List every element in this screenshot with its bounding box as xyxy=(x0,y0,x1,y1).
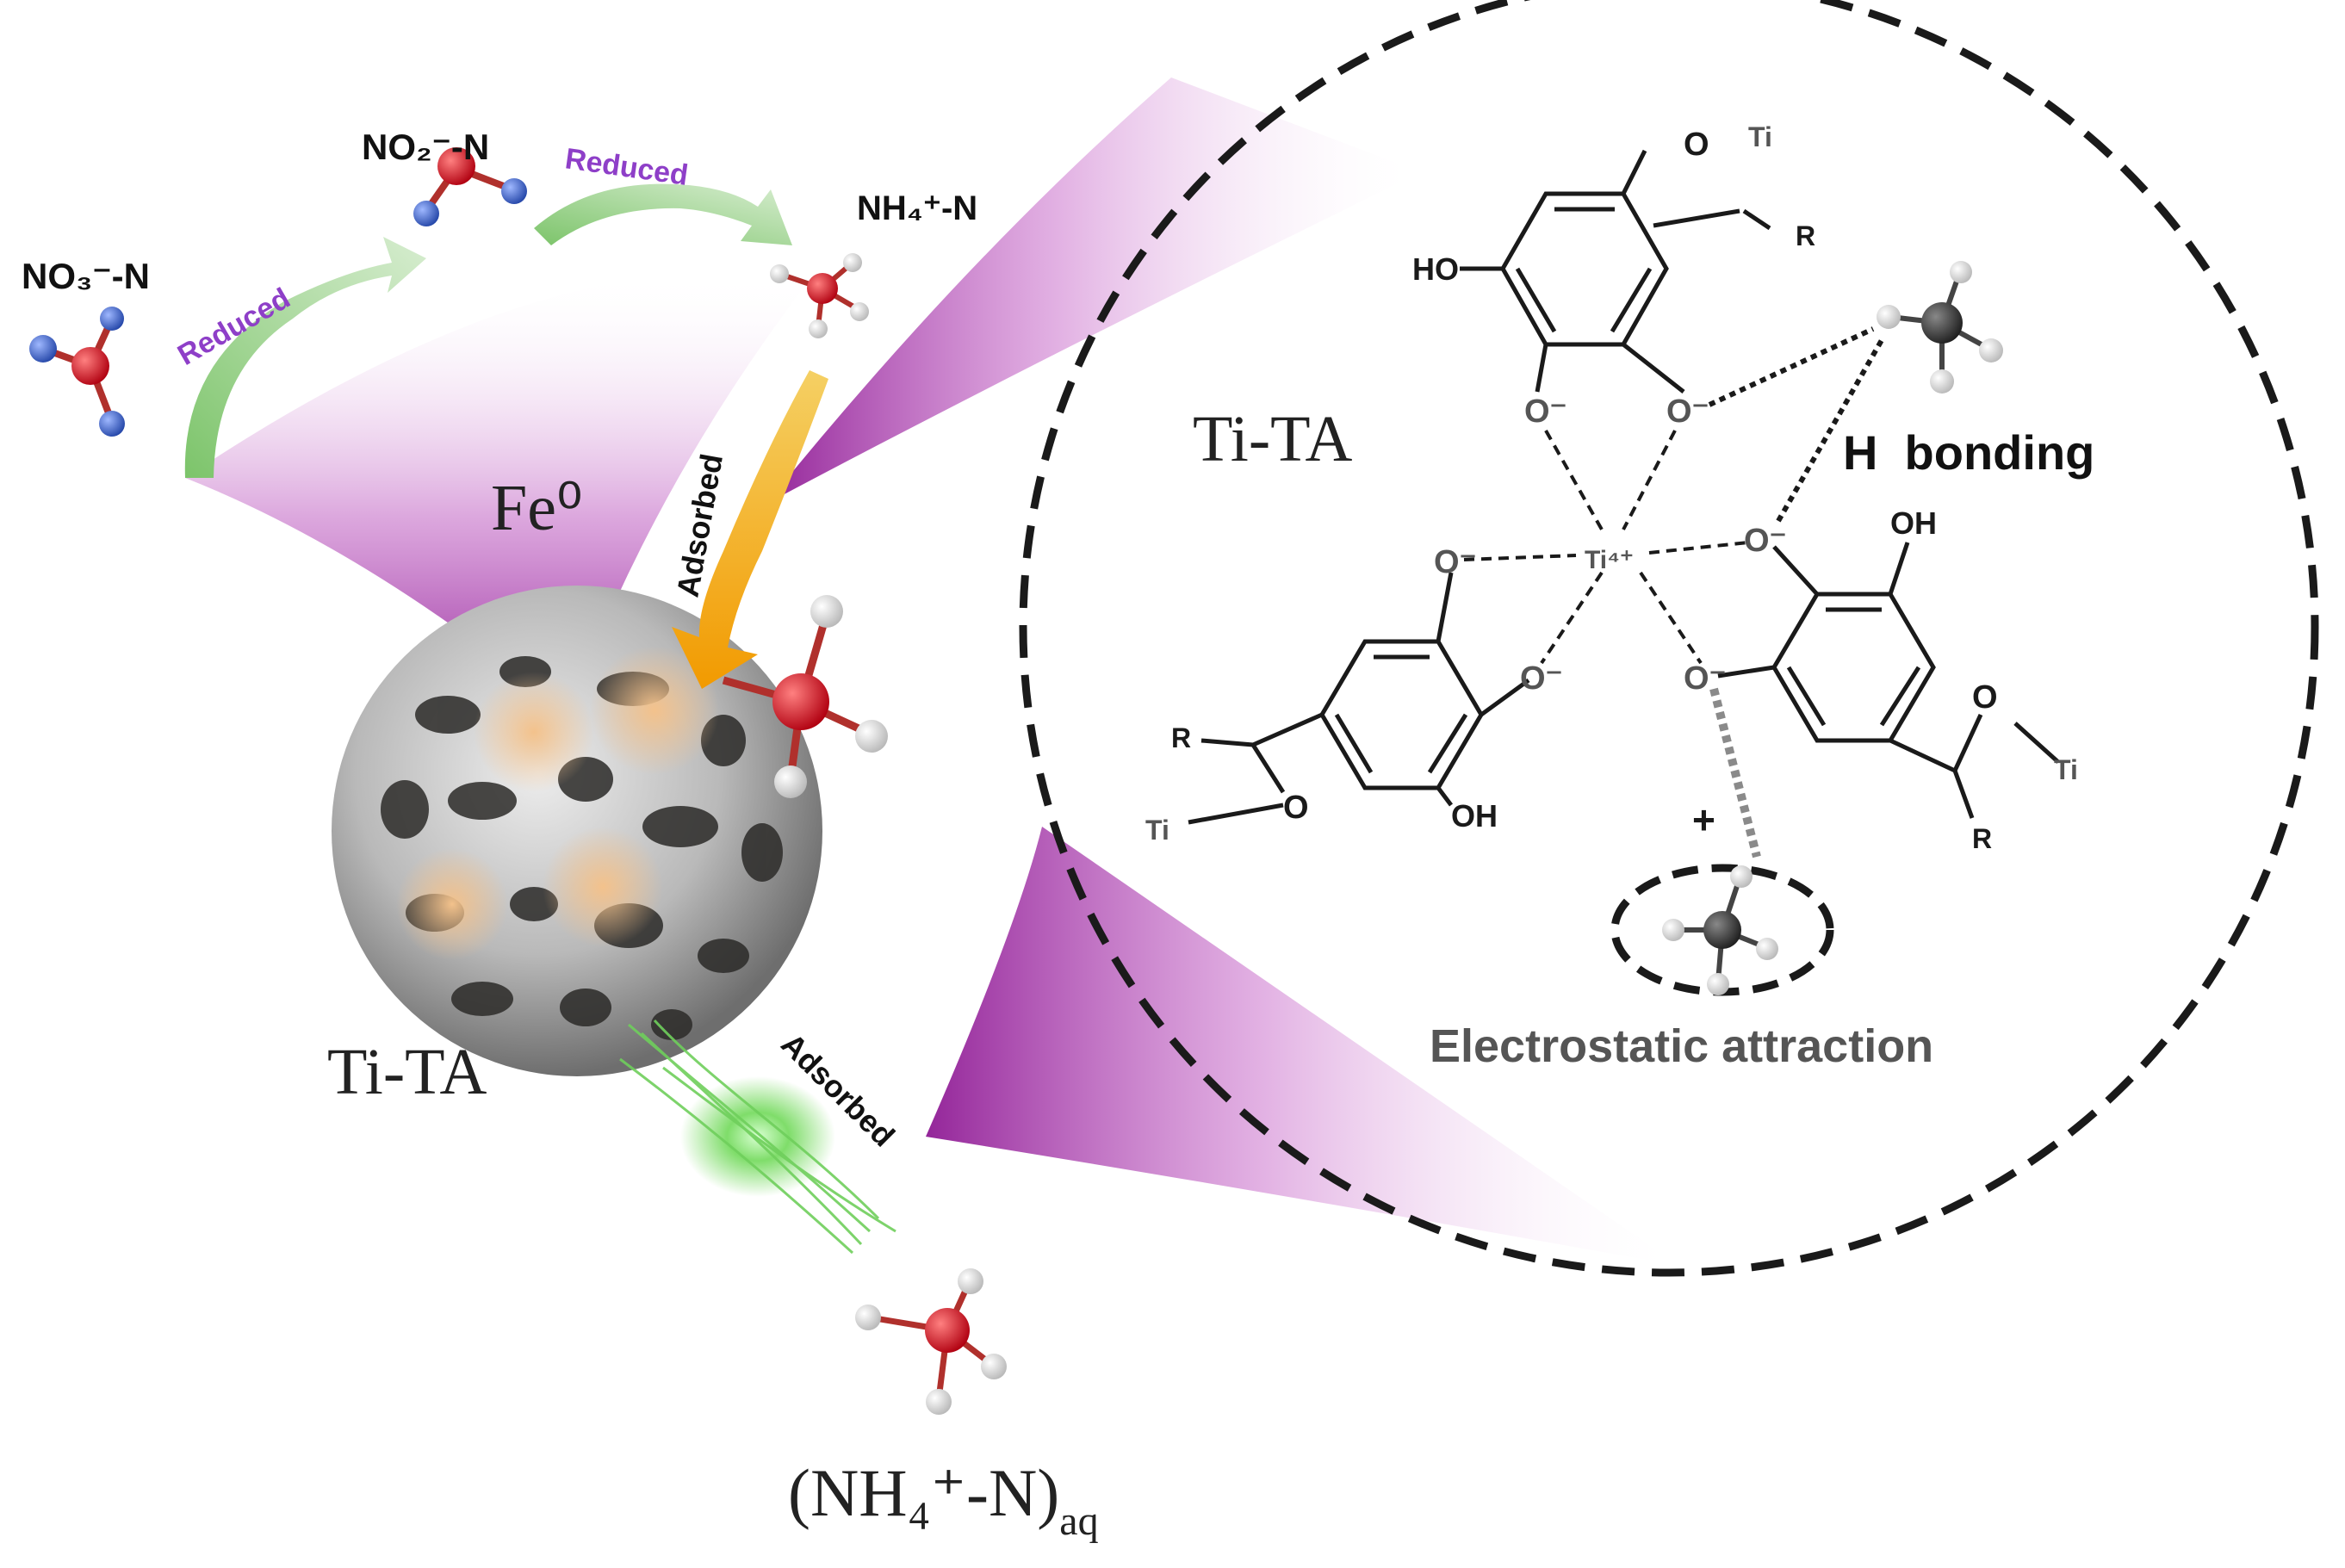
ti-top: Ti xyxy=(1748,121,1772,152)
r-left: R xyxy=(1171,722,1191,753)
aqueous-subscript: aq xyxy=(1059,1498,1098,1544)
o-minus-bottom-left: O⁻ xyxy=(1520,660,1563,697)
hydrogen-bonds xyxy=(1708,326,1884,523)
lower-zoom-fan xyxy=(926,827,1679,1266)
carbonyl-o-top: O xyxy=(1684,127,1709,163)
o-minus-top-left: O⁻ xyxy=(1524,394,1567,430)
ho-label: HO xyxy=(1412,251,1459,287)
upper-zoom-fan xyxy=(766,77,1421,504)
reduce-arrow-1 xyxy=(184,237,427,478)
oh-label-right: OH xyxy=(1890,505,1937,541)
h-bonding-label: H bonding xyxy=(1843,425,2094,480)
fe0-label: Fe⁰ xyxy=(491,472,582,544)
ti-right: Ti xyxy=(2054,754,2078,785)
electrostatic-bond xyxy=(1709,687,1761,858)
ti-coordination-bonds xyxy=(1463,430,1749,665)
ti-ta-structure-label: Ti-TA xyxy=(1193,403,1353,475)
nitrite-molecule xyxy=(413,147,527,226)
adsorb-arrow xyxy=(672,370,828,689)
nitrate-label: NO₃⁻-N xyxy=(22,256,150,296)
fibre-bundle xyxy=(619,1019,896,1255)
o-minus-top-right: O⁻ xyxy=(1666,394,1709,430)
ammonium-electrostatic-molecule xyxy=(1662,865,1778,995)
ammonium-molecule-aqueous xyxy=(855,1268,1007,1415)
nitrite-label: NO₂⁻-N xyxy=(362,127,489,167)
o-minus-bottom-right: O⁻ xyxy=(1684,660,1727,697)
porous-particle xyxy=(332,586,822,1076)
reduced-label-2: Reduced xyxy=(563,142,690,192)
oh-label-left: OH xyxy=(1451,798,1498,834)
o-minus-right: O⁻ xyxy=(1744,523,1787,559)
reduce-arrow-2 xyxy=(534,183,792,245)
aqueous-ammonium-label: (NH₄⁺-N)aq xyxy=(788,1455,1099,1544)
r-top: R xyxy=(1796,220,1815,251)
fe0-zoom-fan xyxy=(185,272,810,716)
ti-ta-structure xyxy=(1188,149,2060,825)
carbonyl-o-left: O xyxy=(1283,790,1309,826)
ammonium-molecule-adsorbed xyxy=(722,595,888,798)
carbonyl-o-right: O xyxy=(1972,679,1998,716)
charge-plus: + xyxy=(1692,797,1715,842)
ammonium-label: NH₄⁺-N xyxy=(857,189,977,227)
nitrate-molecule xyxy=(29,307,125,437)
zoom-circle xyxy=(1019,0,2319,1277)
ti-center-label: Ti⁴⁺ xyxy=(1585,546,1634,574)
o-minus-left: O⁻ xyxy=(1434,544,1477,580)
r-right: R xyxy=(1972,823,1992,854)
ammonium-hbond-molecule xyxy=(1877,261,2003,394)
electrostatic-attraction-label: Electrostatic attraction xyxy=(1430,1020,1933,1072)
ammonium-molecule-top xyxy=(770,253,869,338)
ti-left: Ti xyxy=(1145,815,1169,846)
ti-ta-particle-label: Ti-TA xyxy=(327,1036,487,1108)
